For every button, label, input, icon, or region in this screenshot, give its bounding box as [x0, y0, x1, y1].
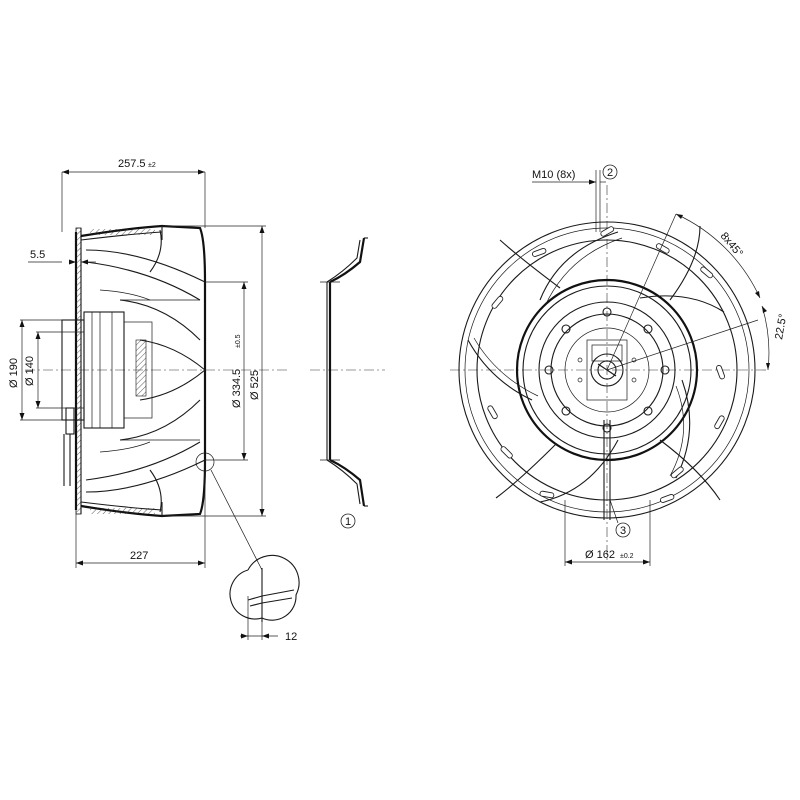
dim-dia-334-tol: ±0.5: [235, 334, 242, 348]
impeller-blades: [85, 229, 206, 513]
backplate: [74, 227, 82, 515]
inlet-ring-view: 1: [310, 237, 385, 529]
callout-2-circle: [602, 164, 618, 180]
front-view: M10 (8x) 2 8x45° 22.5° 3: [450, 164, 789, 566]
dim-dia-162-value: Ø 162: [585, 549, 615, 561]
impeller-shroud: [80, 224, 207, 518]
dim-hub-diameters: Ø 190 Ø 140: [8, 319, 84, 421]
dim-dia-525: Ø 525: [249, 370, 261, 400]
callout-3: 3: [620, 525, 626, 537]
dim-depth-value: 227: [130, 550, 148, 562]
dim-dia-190: Ø 190: [8, 358, 20, 388]
dim-dia-140: Ø 140: [24, 356, 36, 386]
callout-1-circle: [340, 513, 356, 529]
detail-view: 12: [229, 554, 300, 643]
motor-hub: [61, 299, 200, 486]
dim-dia-162: Ø 162 ±0.2: [564, 500, 651, 566]
dim-dia-334: Ø 334.5: [231, 369, 243, 408]
detail-leader: [210, 469, 263, 571]
dim-width-tol: ±2: [148, 162, 156, 169]
detail-dim-value: 12: [285, 631, 297, 643]
dim-flange-offset: 5.5: [28, 249, 96, 265]
rim-slots: [487, 226, 726, 503]
dim-width-value: 257.5: [118, 158, 146, 170]
dim-width: 257.5 ±2: [61, 158, 206, 232]
callout-3-circle: [615, 522, 631, 538]
dim-depth: 227: [75, 460, 206, 568]
dim-outer-diameters: Ø 334.5 ±0.5 Ø 525: [162, 225, 266, 517]
angle-22-5-label: 22.5°: [773, 313, 789, 341]
dim-flange-offset-value: 5.5: [30, 249, 45, 261]
side-view: 257.5 ±2 5.5 Ø 190 Ø 140: [8, 158, 300, 643]
outer-ring: [458, 221, 756, 519]
callout-2: 2: [607, 167, 613, 179]
dim-dia-162-tol: ±0.2: [620, 553, 634, 560]
mounting-holes: [544, 307, 670, 433]
angle-8x45: 8x45°: [606, 213, 761, 371]
front-blades: [467, 225, 725, 503]
callout-1: 1: [345, 516, 351, 528]
angle-22-5: 22.5°: [761, 305, 789, 371]
thread-annotation: M10 (8x) 2: [532, 164, 618, 232]
thread-label: M10 (8x): [532, 169, 575, 181]
